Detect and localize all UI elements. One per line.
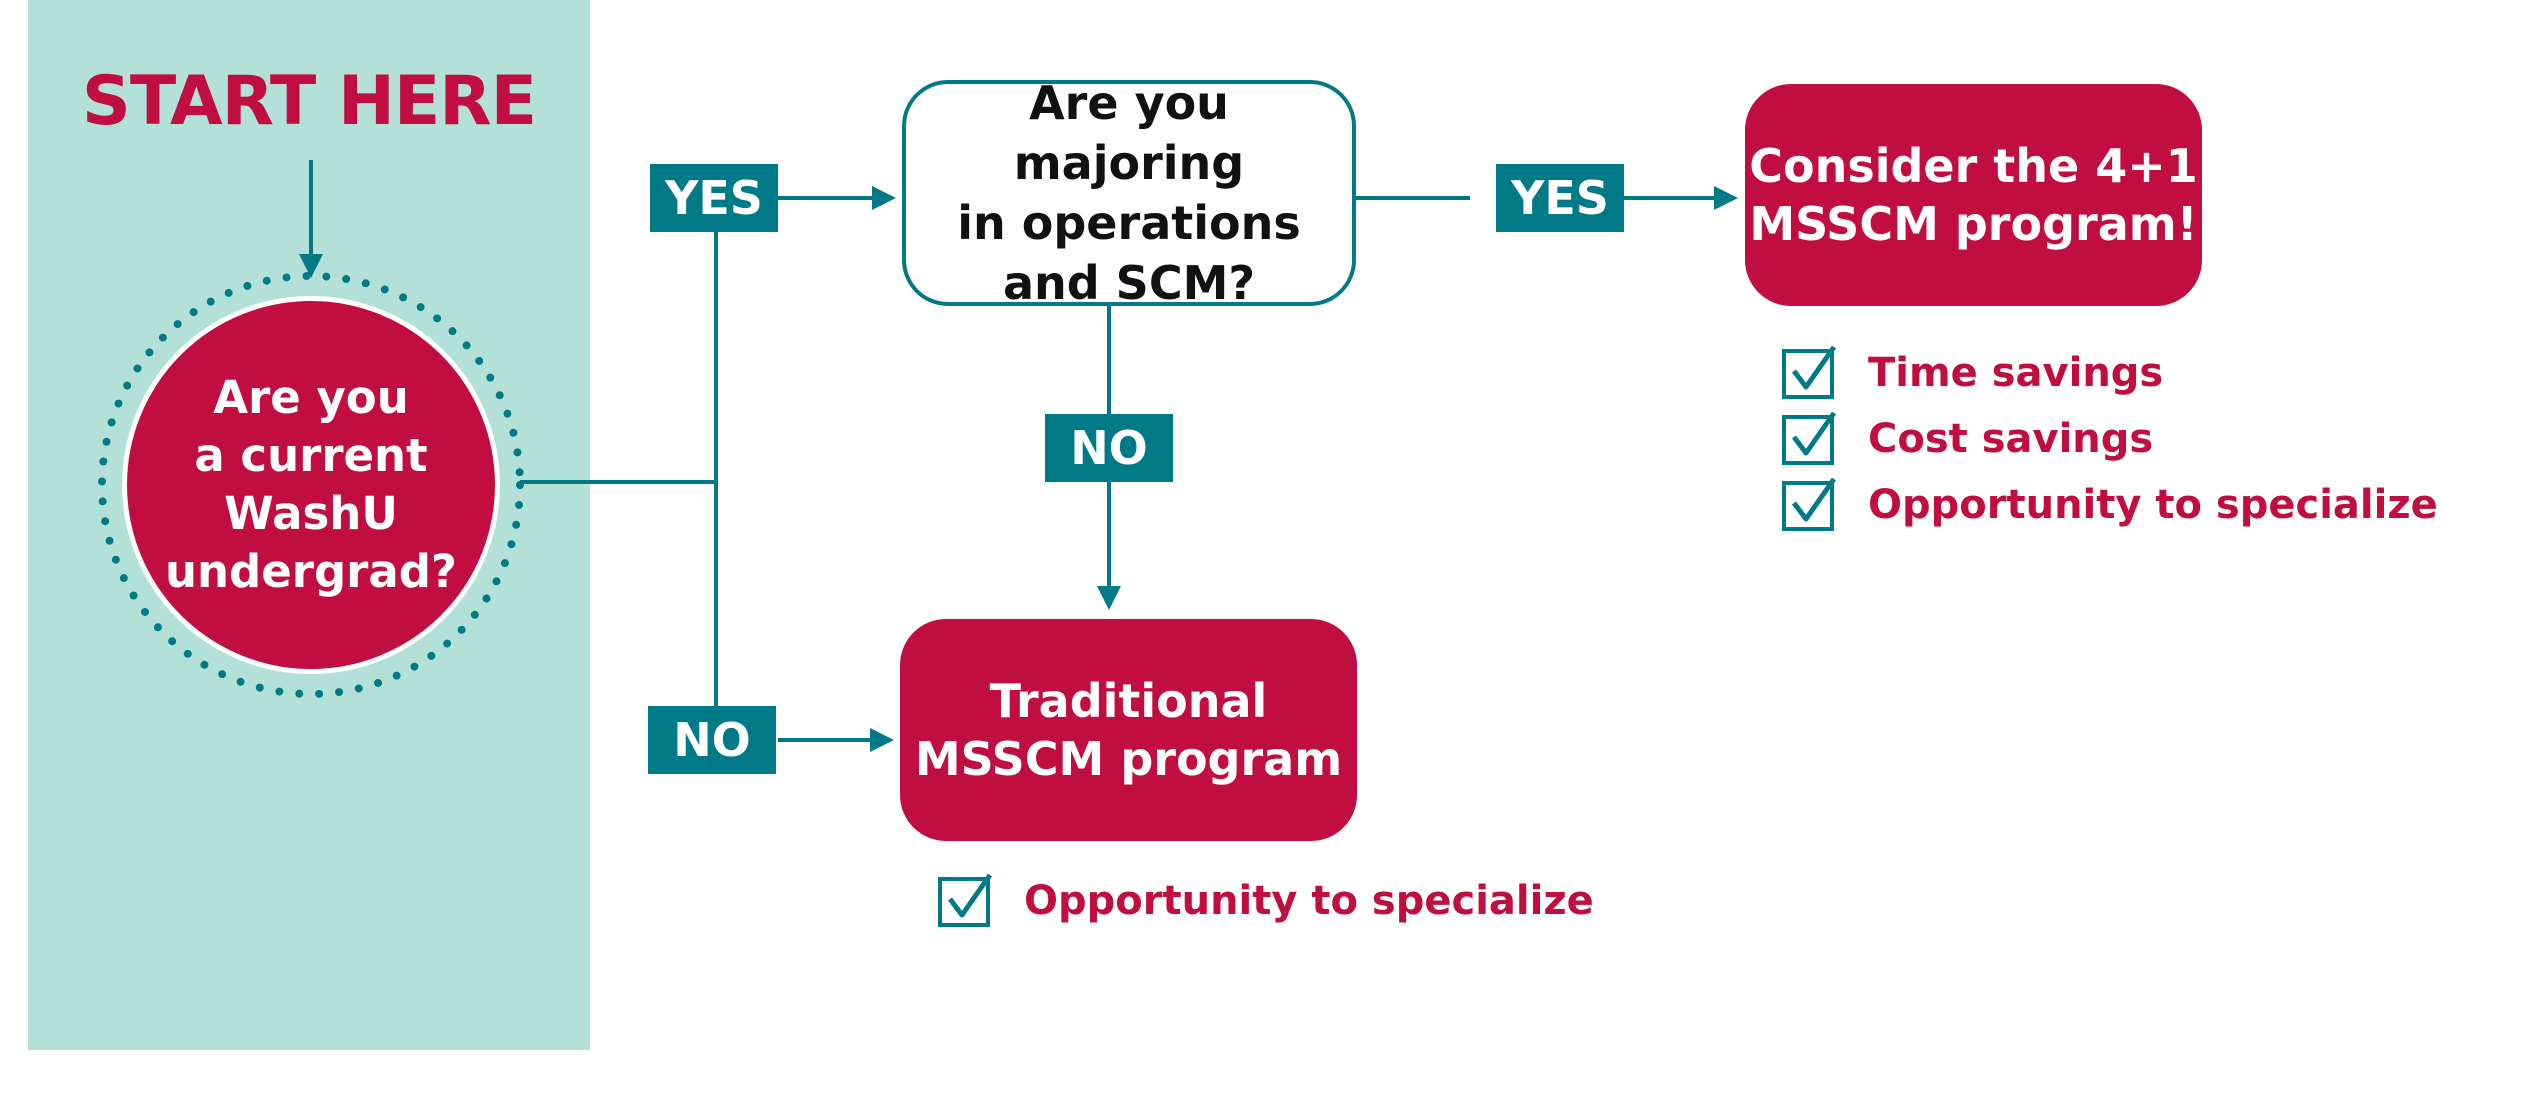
no-traditional-arrowhead bbox=[870, 728, 894, 752]
no-down-arrowhead bbox=[1097, 586, 1121, 610]
benefit-label: Cost savings bbox=[1868, 416, 2154, 462]
benefit-label: Opportunity to specialize bbox=[1024, 878, 1594, 924]
benefit-label: Opportunity to specialize bbox=[1868, 482, 2438, 528]
start-question: Are you a current WashU undergrad? bbox=[122, 296, 500, 674]
no-tag-first: NO bbox=[648, 706, 776, 774]
checkbox-checked-icon bbox=[1782, 477, 1837, 531]
checkbox-checked-icon bbox=[1782, 345, 1837, 399]
benefits-41-list: Time savings Cost savings Opportunity to… bbox=[1780, 340, 2438, 538]
yes-41-arrowhead bbox=[1714, 186, 1738, 210]
no-tag-second: NO bbox=[1045, 414, 1173, 482]
checkbox-checked-icon bbox=[938, 873, 993, 927]
benefits-traditional-list: Opportunity to specialize bbox=[936, 868, 1594, 934]
outcome-41-box: Consider the 4+1 MSSCM program! bbox=[1745, 84, 2202, 306]
benefit-label: Time savings bbox=[1868, 350, 2164, 396]
benefit-item: Opportunity to specialize bbox=[1780, 472, 2438, 538]
yes-tag-first: YES bbox=[650, 164, 778, 232]
yes-tag-second: YES bbox=[1496, 164, 1624, 232]
outcome-traditional-box: Traditional MSSCM program bbox=[900, 619, 1357, 841]
dotted-ring bbox=[98, 272, 524, 698]
start-here-label: START HERE bbox=[81, 62, 537, 141]
checkbox-checked-icon bbox=[1782, 411, 1837, 465]
benefit-item: Opportunity to specialize bbox=[936, 868, 1594, 934]
yes-question-arrowhead bbox=[872, 186, 896, 210]
start-arrowhead bbox=[299, 254, 323, 278]
major-question: Are you majoring in operations and SCM? bbox=[902, 76, 1356, 310]
benefit-item: Cost savings bbox=[1780, 406, 2438, 472]
benefit-item: Time savings bbox=[1780, 340, 2438, 406]
